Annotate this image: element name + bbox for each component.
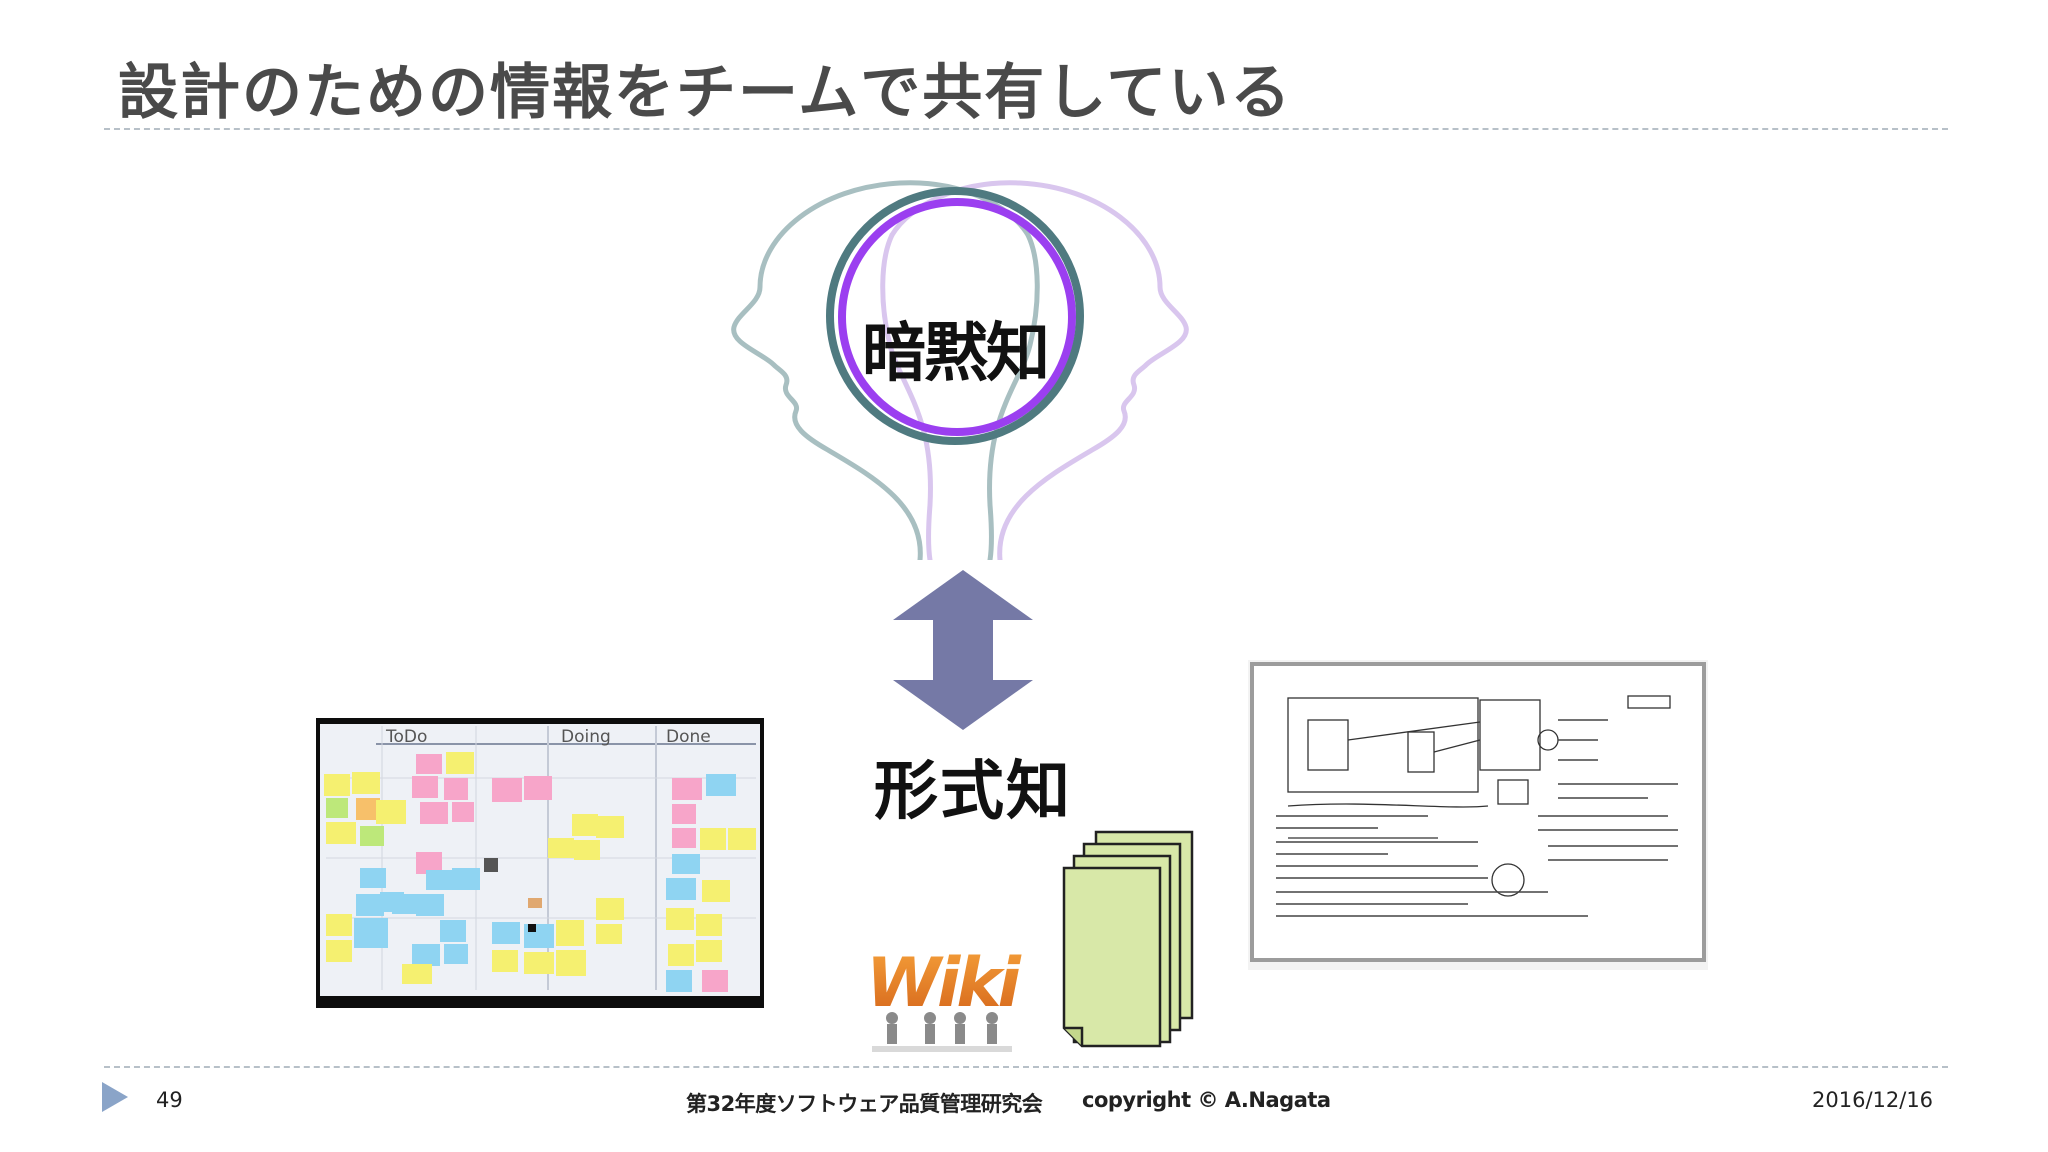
whiteboard-photo — [1248, 660, 1708, 970]
heads-illustration — [731, 180, 1189, 560]
circle-teal — [826, 187, 1084, 445]
circle-purple — [838, 198, 1076, 436]
page-number: 49 — [156, 1088, 183, 1112]
head-left-outline — [731, 180, 1031, 560]
copyright-notice: copyright © A.Nagata — [1082, 1088, 1331, 1112]
double-arrow-icon — [893, 570, 1033, 730]
footer-triangle-icon — [102, 1082, 128, 1112]
slide-title: 設計のための情報をチームで共有している — [118, 58, 1293, 128]
head-right-outline — [889, 180, 1189, 560]
documents-stack-icon — [1062, 830, 1194, 1048]
kanban-board-photo: ToDo Doing Done — [316, 718, 764, 1008]
conference-name: 第32年度ソフトウェア品質管理研究会 — [686, 1092, 1043, 1116]
wiki-logo: Wiki — [866, 944, 1024, 1052]
title-divider — [104, 128, 1948, 130]
head-left-back — [987, 232, 1040, 560]
footer-divider — [104, 1066, 1948, 1068]
head-right-back — [880, 232, 933, 560]
slide-date: 2016/12/16 — [1812, 1088, 1934, 1112]
tacit-knowledge-label: 暗黙知 — [862, 317, 1050, 391]
explicit-knowledge-label: 形式知 — [874, 755, 1072, 829]
svg-text:Done: Done — [666, 727, 711, 747]
wiki-logo-text: Wiki — [866, 944, 1023, 1023]
svg-text:ToDo: ToDo — [385, 727, 427, 747]
svg-text:Doing: Doing — [561, 727, 611, 747]
